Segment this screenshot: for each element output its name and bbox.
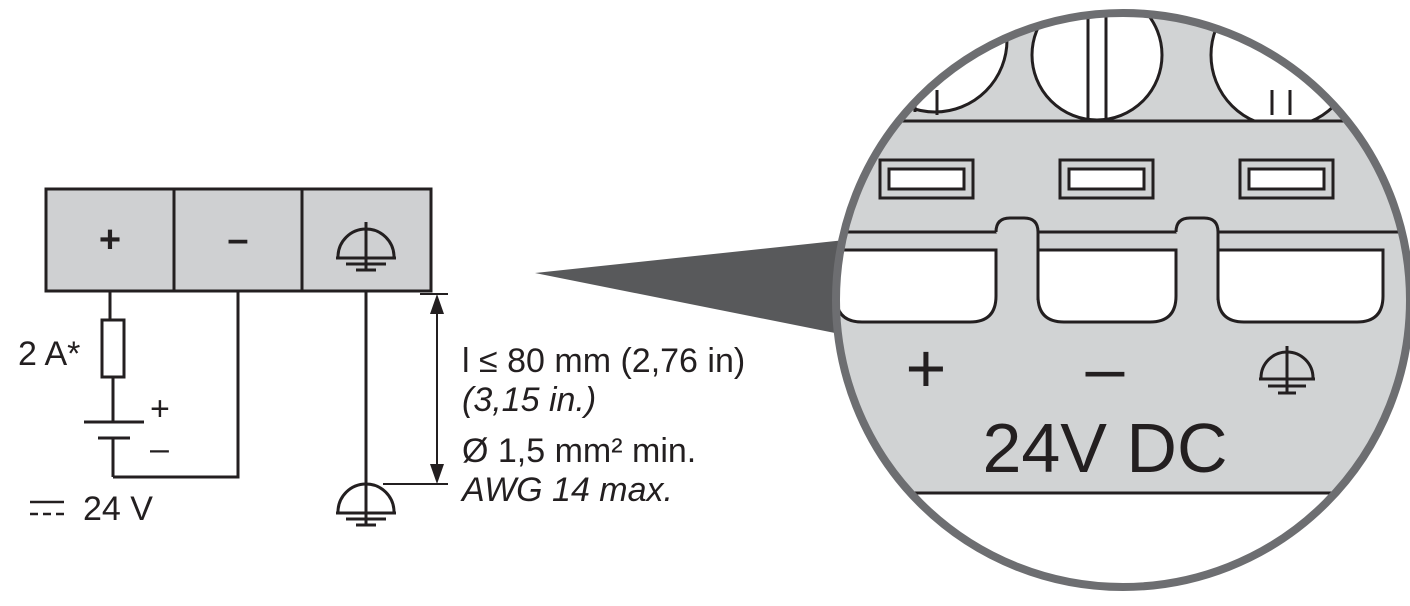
wiring — [84, 291, 368, 486]
wire-min-size-label: Ø 1,5 mm² min. — [462, 432, 696, 470]
supply-voltage-label: 24 V — [83, 490, 153, 528]
ground-icon — [336, 482, 396, 527]
connector-minus-label: – — [1086, 329, 1125, 407]
fuse-rating-label: 2 A* — [18, 335, 80, 373]
battery-minus-label: – — [150, 430, 169, 468]
dimension-arrow-top — [430, 294, 444, 314]
battery-icon — [84, 420, 144, 440]
length-dimension — [383, 293, 448, 485]
wire-entries — [838, 216, 1400, 324]
release-slots — [878, 158, 1335, 200]
terminal-plus-label: + — [99, 219, 121, 261]
ground-icon — [336, 222, 396, 272]
fuse-icon — [100, 318, 126, 379]
dimension-arrow-bottom — [430, 464, 444, 484]
connector-plus-label: + — [906, 329, 947, 407]
wire-max-gauge-label: AWG 14 max. — [460, 471, 673, 509]
dc-voltage-icon — [30, 500, 64, 516]
terminal-block: + – — [44, 187, 433, 293]
connector-rating-label: 24V DC — [982, 409, 1227, 487]
magnifier-pointer — [535, 240, 845, 335]
magnifier-ring — [832, 9, 1410, 591]
max-length-label: l ≤ 80 mm (2,76 in) — [462, 342, 745, 380]
max-length-inches-label: (3,15 in.) — [462, 381, 596, 419]
battery-plus-label: + — [150, 390, 170, 428]
terminal-minus-label: – — [227, 219, 248, 261]
ground-icon — [1259, 346, 1315, 395]
